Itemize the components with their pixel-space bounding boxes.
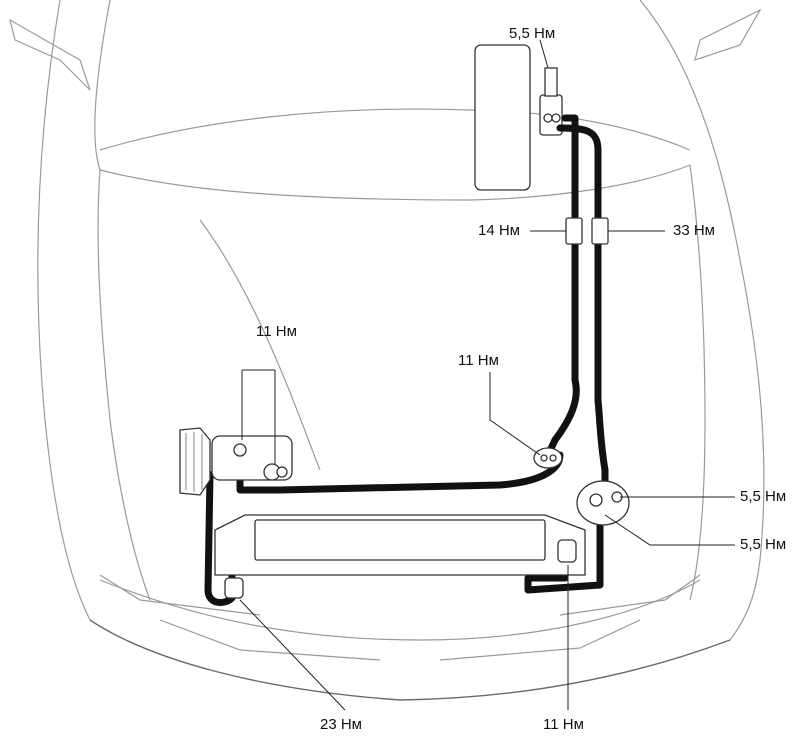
receiver-dryer: [576, 480, 630, 526]
pipe-clamp: [533, 447, 563, 469]
label-joint-left-torque: 14 Нм: [478, 222, 520, 239]
compressor-bracket: [179, 427, 293, 496]
label-mount-left-torque: 11 Нм: [256, 323, 297, 340]
label-joint-right-torque: 33 Нм: [673, 222, 715, 239]
car-body-outline: [9, 0, 765, 701]
label-top-unit-torque: 5,5 Нм: [509, 25, 556, 42]
label-condenser-right-torque: 11 Нм: [543, 716, 584, 733]
label-condenser-left-torque: 23 Нм: [320, 716, 362, 733]
label-clamp-center-torque: 11 Нм: [458, 352, 499, 369]
leader-lines: [239, 39, 735, 711]
evaporator-unit: [474, 44, 563, 191]
pipe-joints: [565, 217, 609, 245]
label-receiver-lower-torque: 5,5 Нм: [740, 536, 787, 553]
label-receiver-upper-torque: 5,5 Нм: [740, 488, 787, 505]
condenser: [214, 514, 586, 599]
